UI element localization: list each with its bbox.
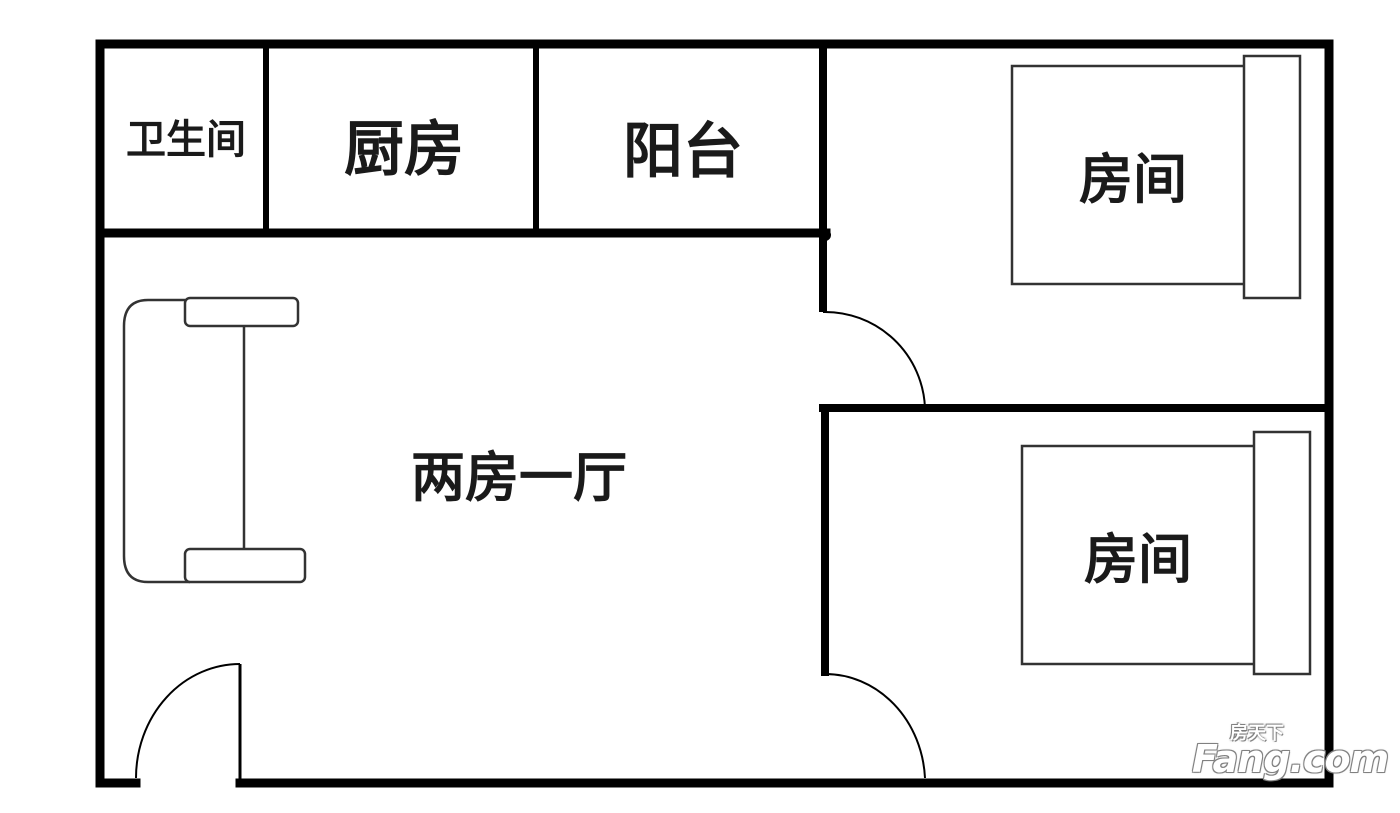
watermark-brand-en: Fang.com [1192, 737, 1389, 781]
inner-walls [95, 40, 1333, 676]
door-arc-entrance [135, 663, 241, 779]
room-label-kitchen: 厨房 [344, 115, 464, 185]
room-label-bathroom: 卫生间 [126, 117, 246, 163]
doors [135, 310, 926, 780]
room-label-bedroom-top: 房间 [1079, 148, 1187, 211]
fang-watermark-logo: 房天下 Fang.com [1192, 719, 1389, 789]
bed-bottom [1020, 430, 1312, 676]
wall-junction [819, 229, 831, 241]
outer-walls [95, 39, 1334, 788]
sofa [122, 296, 307, 584]
room-label-bedroom-bottom: 房间 [1084, 528, 1192, 591]
room-label-balcony: 阳台 [623, 117, 743, 187]
watermark-brand-cn: 房天下 [1230, 723, 1284, 744]
door-arc-bedroom-top [822, 310, 926, 409]
room-label-living-room: 两房一厅 [411, 446, 627, 509]
door-arc-bedroom-bottom [824, 672, 926, 779]
bed-top [1010, 54, 1302, 300]
